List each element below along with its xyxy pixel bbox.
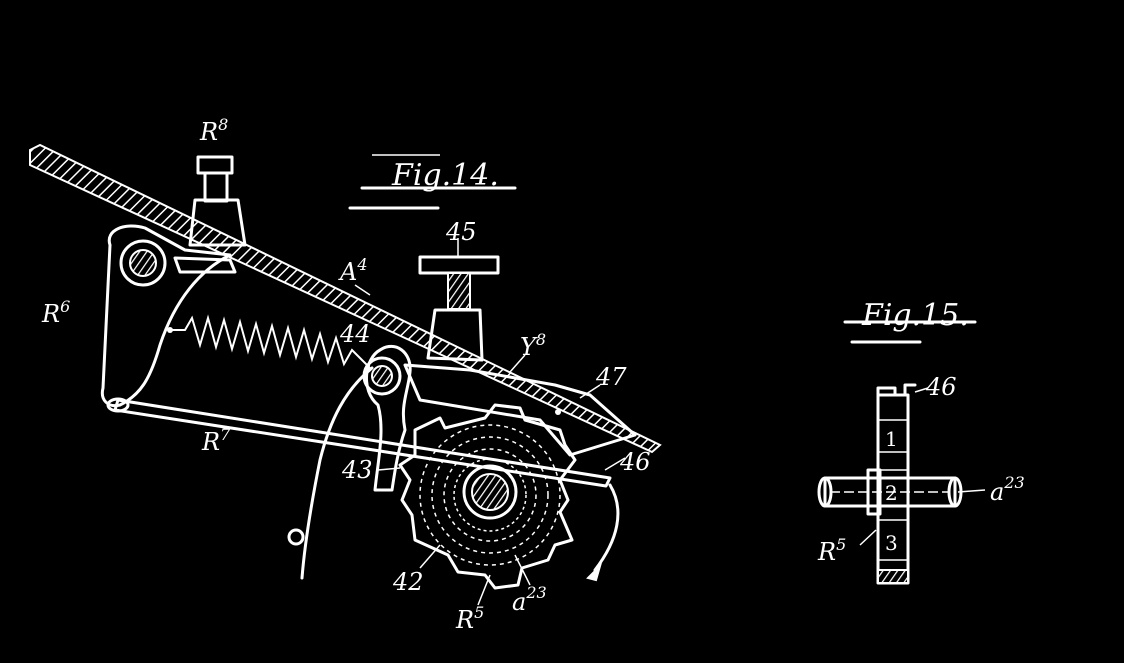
leader-46 xyxy=(604,457,626,471)
label15-46: 46 xyxy=(925,373,957,401)
label-43: 43 xyxy=(341,456,373,484)
counter-wheel-edge xyxy=(876,383,917,585)
figure-15: Fig.15. 1 2 3 xyxy=(817,298,1025,585)
label15-r5: R5 xyxy=(817,535,846,566)
label-46: 46 xyxy=(619,448,651,476)
label-a4: A4 xyxy=(338,255,368,286)
leader-42 xyxy=(419,544,441,569)
label-42: 42 xyxy=(392,568,424,596)
lever-frame-r6 xyxy=(100,224,232,408)
lever-clip xyxy=(173,256,237,274)
leader-y8 xyxy=(509,354,526,373)
arrow-head xyxy=(586,562,603,582)
leader-47 xyxy=(579,384,601,399)
shaft-a23 xyxy=(817,468,963,516)
figure-15-title: Fig.15. xyxy=(843,298,977,344)
figure-14: Fig.14. xyxy=(29,115,662,634)
leader-a23 xyxy=(514,554,531,586)
wheel-digit-2: 2 xyxy=(885,481,898,505)
figure-15-title-text: Fig.15. xyxy=(861,298,969,333)
spring-anchor xyxy=(167,327,173,333)
label15-a23: a23 xyxy=(990,473,1025,506)
label-45: 45 xyxy=(445,218,477,246)
label-47: 47 xyxy=(595,363,627,391)
leader15-46 xyxy=(914,387,929,393)
leader-a4 xyxy=(354,284,371,296)
pivot-boss xyxy=(119,239,167,287)
wire-end-knob xyxy=(287,528,305,546)
ratchet-wheel-r5 xyxy=(398,403,577,590)
label-r8: R8 xyxy=(199,115,228,146)
leader-r5 xyxy=(477,574,491,606)
wheel-digit-1: 1 xyxy=(885,427,898,451)
spring-44 xyxy=(170,314,371,369)
label-r7: R7 xyxy=(201,425,231,456)
pivot-shaft xyxy=(129,249,157,277)
label-y8: Y8 xyxy=(520,330,546,361)
leader15-a23 xyxy=(957,489,986,493)
leader-43 xyxy=(377,467,401,471)
pawl-pivot-shaft xyxy=(371,365,393,387)
bracket-47 xyxy=(403,363,637,457)
inclined-plate-a4 xyxy=(29,143,662,454)
label-a23: a23 xyxy=(512,583,547,616)
curved-wire xyxy=(300,366,374,580)
screw-45 xyxy=(418,255,500,362)
rotation-arrow xyxy=(593,483,620,572)
leader15-r5 xyxy=(859,529,877,546)
bracket-rivet xyxy=(555,409,561,415)
label-r6: R6 xyxy=(41,297,70,328)
rod-end xyxy=(106,397,130,413)
pawl-arm-43 xyxy=(364,344,412,492)
figure-14-title: Fig.14. xyxy=(348,154,517,210)
label-44: 44 xyxy=(339,320,371,348)
wheel-digit-3: 3 xyxy=(885,531,898,555)
screw-r8 xyxy=(188,155,247,247)
rod-r7 xyxy=(113,398,612,488)
label-r5: R5 xyxy=(455,603,484,634)
